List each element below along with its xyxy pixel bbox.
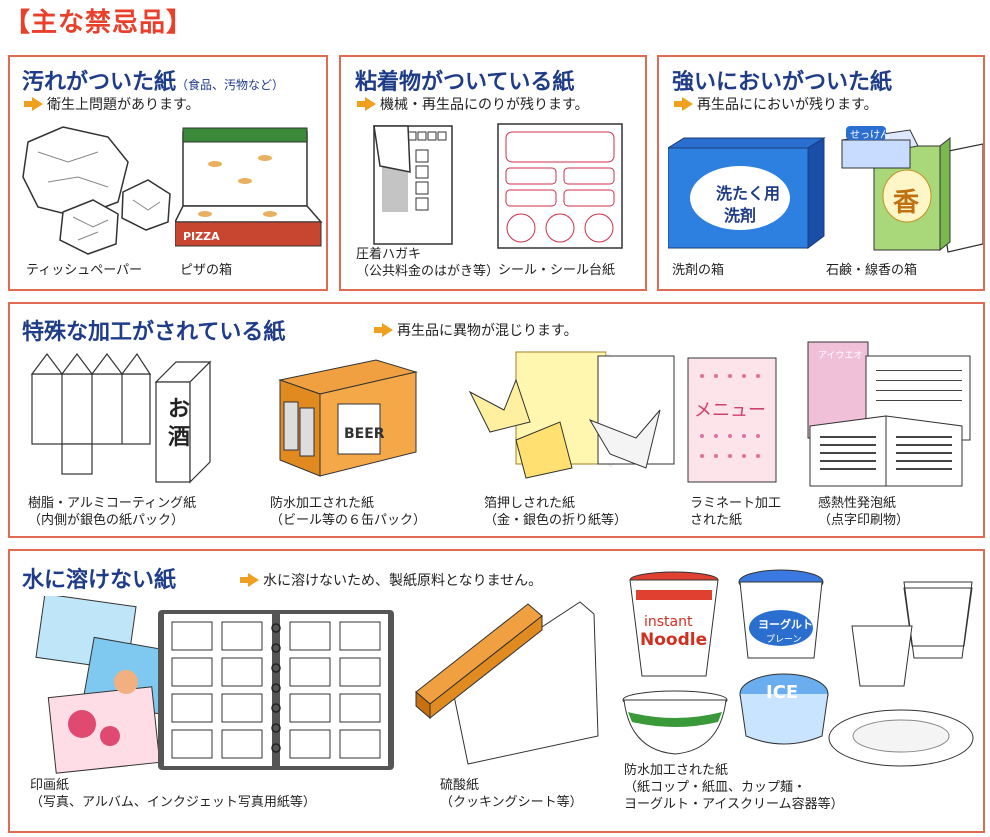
- photo-album-illustration: [156, 606, 398, 774]
- caption-pressure-postcard-line1: 圧着ハガキ: [356, 247, 422, 262]
- smell-note-text: 再生品ににおいが残ります。: [697, 97, 878, 113]
- smell-title: 強いにおいがついた紙: [672, 70, 893, 95]
- caption-laminated-line2: された紙: [690, 513, 743, 528]
- yogurt-label-1: ヨーグルト: [758, 618, 813, 631]
- soap-incense-illustration: せっけん 香: [838, 124, 983, 258]
- panel-dirty-title: 汚れがついた紙（食品、汚物など）: [22, 64, 284, 96]
- caption-waterproof-pack: 防水加工された紙 （ビール等の６缶パック）: [270, 495, 426, 529]
- caption-thermal-foam: 感熱性発泡紙 （点字印刷物）: [818, 495, 909, 529]
- caption-waterproof-pack-line1: 防水加工された紙: [270, 496, 375, 511]
- beer-pack-illustration: BEER: [272, 344, 422, 484]
- panel-special-paper: [8, 302, 985, 538]
- caption-waterproof-containers-line2: （紙コップ・紙皿、カップ麺・: [624, 780, 807, 795]
- caption-waterproof-pack-line2: （ビール等の６缶パック）: [270, 513, 427, 528]
- caption-thermal-foam-line1: 感熱性発泡紙: [818, 496, 897, 511]
- bowl-illustration: [620, 690, 730, 760]
- tissue-illustration: [18, 122, 178, 257]
- foil-origami-illustration: [460, 350, 680, 490]
- caption-parchment: 硫酸紙 （クッキングシート等）: [440, 777, 583, 811]
- special-title: 特殊な加工がされている紙: [22, 320, 286, 345]
- yogurt-label-2: プレーン: [766, 635, 802, 645]
- adhesive-note-text: 機械・再生品にのりが残ります。: [380, 97, 589, 113]
- caption-photo-paper-line2: （写真、アルバム、インクジェット写真用紙等）: [30, 795, 316, 810]
- plastic-cups-illustration: [850, 576, 975, 688]
- caption-pressure-postcard: 圧着ハガキ （公共料金のはがき等）: [356, 246, 499, 280]
- caption-waterproof-containers: 防水加工された紙 （紙コップ・紙皿、カップ麺・ ヨーグルト・アイスクリーム容器等…: [624, 762, 844, 813]
- caption-parchment-line1: 硫酸紙: [440, 778, 480, 793]
- caption-thermal-foam-line2: （点字印刷物）: [818, 513, 910, 528]
- yogurt-cup-illustration: ヨーグルト プレーン: [736, 568, 826, 664]
- parchment-paper-illustration: [402, 596, 602, 766]
- caption-pressure-postcard-line2: （公共料金のはがき等）: [356, 264, 500, 279]
- caption-pizza-box: ピザの箱: [180, 263, 233, 278]
- sticker-sheet-illustration: [496, 122, 626, 250]
- adhesive-note: 機械・再生品にのりが残ります。: [355, 94, 589, 114]
- caption-laminated-line1: ラミネート加工: [690, 496, 782, 511]
- caption-parchment-line2: （クッキングシート等）: [440, 795, 583, 810]
- dirty-title-text: 汚れがついた紙: [22, 70, 177, 95]
- caption-foil-stamped-line2: （金・銀色の折り紙等）: [484, 513, 628, 528]
- pizza-label: PIZZA: [183, 230, 220, 243]
- caption-laminated: ラミネート加工 された紙: [690, 495, 781, 529]
- noodle-label-2: Noodle: [640, 630, 708, 650]
- caption-resin-coated-line1: 樹脂・アルミコーティング紙: [28, 496, 197, 511]
- detergent-label-1: 洗たく用: [716, 184, 781, 203]
- paper-plates-illustration: [826, 706, 976, 770]
- insoluble-note-text: 水に溶けないため、製紙原料となりません。: [263, 573, 543, 589]
- milk-carton-net-illustration: お酒: [28, 352, 223, 487]
- panel-adhesive-paper: [339, 55, 647, 291]
- caption-foil-stamped: 箔押しされた紙 （金・銀色の折り紙等）: [484, 495, 627, 529]
- pizza-box-illustration: PIZZA: [175, 126, 323, 252]
- caption-photo-paper-line1: 印画紙: [30, 778, 70, 793]
- caption-stickers: シール・シール台紙: [498, 263, 616, 278]
- arrow-icon: [674, 97, 693, 111]
- arrow-icon: [24, 97, 43, 111]
- panel-insoluble-paper: [8, 549, 985, 833]
- caption-detergent-box: 洗剤の箱: [672, 263, 725, 278]
- insoluble-note: 水に溶けないため、製紙原料となりません。: [238, 570, 542, 590]
- page-title: 【主な禁忌品】: [4, 8, 194, 38]
- caption-soap-incense-box: 石鹸・線香の箱: [826, 263, 918, 278]
- insoluble-title: 水に溶けない紙: [22, 568, 177, 593]
- arrow-icon: [240, 573, 259, 587]
- caption-foil-stamped-line1: 箔押しされた紙: [484, 496, 576, 511]
- arrow-icon: [374, 323, 393, 337]
- dirty-subtitle: （食品、汚物など）: [176, 78, 285, 92]
- menu-label: メニュー: [694, 400, 766, 421]
- book-label: アイウエオ: [818, 351, 863, 361]
- cup-noodle-illustration: instant Noodle: [626, 570, 722, 682]
- ice-cream-cup-illustration: ICE: [736, 672, 832, 752]
- detergent-label-2: 洗剤: [724, 206, 757, 225]
- photo-prints-illustration: [30, 596, 170, 776]
- arrow-icon: [357, 97, 376, 111]
- pressure-postcard-illustration: [368, 122, 458, 250]
- noodle-label-1: instant: [644, 614, 693, 630]
- adhesive-title: 粘着物がついている紙: [355, 70, 575, 95]
- dirty-note: 衛生上問題があります。: [22, 94, 200, 114]
- beer-label: BEER: [344, 426, 385, 442]
- caption-waterproof-containers-line1: 防水加工された紙: [624, 763, 729, 778]
- dirty-note-text: 衛生上問題があります。: [47, 97, 200, 113]
- caption-photo-paper: 印画紙 （写真、アルバム、インクジェット写真用紙等）: [30, 777, 316, 811]
- ice-label: ICE: [766, 682, 799, 703]
- caption-waterproof-containers-line3: ヨーグルト・アイスクリーム容器等）: [624, 797, 844, 812]
- caption-tissue: ティッシュペーパー: [26, 263, 143, 278]
- braille-book-illustration: アイウエオ: [806, 340, 976, 490]
- detergent-box-illustration: 洗たく用 洗剤: [668, 136, 828, 256]
- panel-dirty-paper: [8, 55, 328, 291]
- laminated-menu-illustration: メニュー: [686, 356, 780, 486]
- caption-resin-coated-line2: （内側が銀色の紙パック）: [28, 513, 185, 528]
- soap-label: せっけん: [850, 130, 890, 141]
- incense-label: 香: [893, 188, 920, 218]
- sake-label: お酒: [168, 397, 191, 450]
- special-note: 再生品に異物が混じります。: [372, 320, 578, 340]
- special-note-text: 再生品に異物が混じります。: [397, 323, 578, 339]
- smell-note: 再生品ににおいが残ります。: [672, 94, 878, 114]
- caption-resin-coated: 樹脂・アルミコーティング紙 （内側が銀色の紙パック）: [28, 495, 196, 529]
- panel-smelly-paper: [657, 55, 985, 291]
